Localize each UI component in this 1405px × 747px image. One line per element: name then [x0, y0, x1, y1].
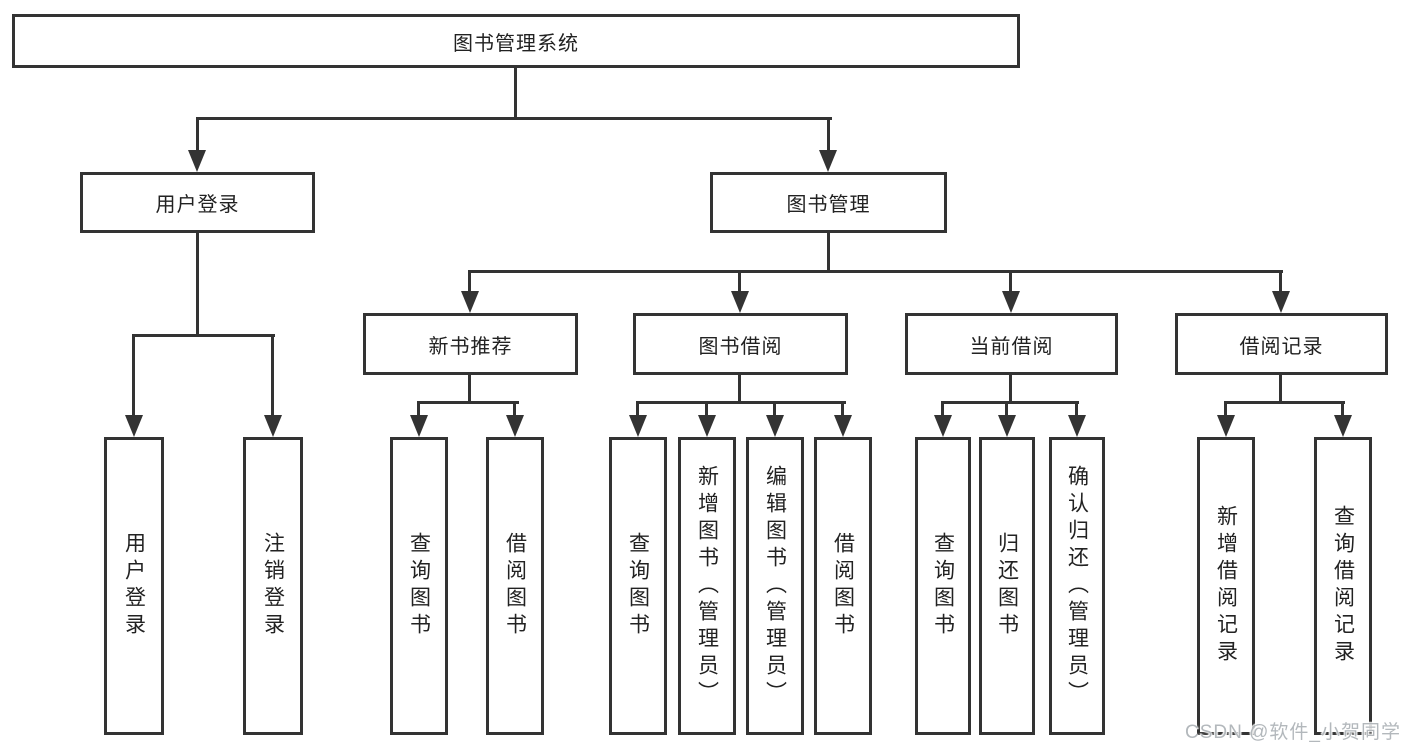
connector-line: [468, 270, 1283, 273]
connector-arrow-down: [934, 415, 952, 437]
node-label: 新书推荐: [428, 335, 513, 358]
connector-line: [1341, 403, 1344, 416]
connector-arrow-down: [819, 150, 837, 172]
leaf-label: 新增借阅记录: [1214, 505, 1238, 667]
connector-arrow-down: [731, 291, 749, 313]
leaf-label: 注销登录: [261, 532, 285, 640]
csdn-watermark: CSDN @软件_小贺同学: [1185, 722, 1401, 743]
connector-arrow-down: [698, 415, 716, 437]
leaf-label: 查询借阅记录: [1331, 505, 1355, 667]
node-label: 当前借阅: [969, 335, 1054, 358]
connector-arrow-down: [629, 415, 647, 437]
node-current-borrowing: 当前借阅: [905, 313, 1118, 375]
connector-line: [827, 119, 830, 152]
leaf-query-borrow-record: 查询借阅记录: [1314, 437, 1372, 735]
leaf-user-login: 用户登录: [104, 437, 164, 735]
leaf-logout: 注销登录: [243, 437, 303, 735]
node-label: 用户登录: [155, 194, 240, 216]
connector-line: [1009, 272, 1012, 292]
leaf-add-books-admin: 新增图书（管理员）: [678, 437, 736, 735]
connector-arrow-down: [998, 415, 1016, 437]
connector-arrow-down: [1334, 415, 1352, 437]
leaf-label: 归还图书: [995, 532, 1019, 640]
leaf-label: 查询图书: [931, 532, 955, 640]
leaf-add-borrow-record: 新增借阅记录: [1197, 437, 1255, 735]
connector-line: [417, 403, 420, 416]
connector-line: [468, 375, 471, 403]
connector-arrow-down: [506, 415, 524, 437]
connector-arrow-down: [461, 291, 479, 313]
connector-arrow-down: [1002, 291, 1020, 313]
node-user-login: 用户登录: [80, 172, 315, 233]
leaf-label: 借阅图书: [503, 532, 527, 640]
connector-line: [738, 375, 741, 403]
connector-line: [417, 401, 519, 404]
connector-line: [132, 336, 135, 416]
node-label: 图书借阅: [698, 335, 783, 358]
connector-line: [1009, 375, 1012, 403]
connector-line: [468, 272, 471, 292]
connector-line: [196, 119, 199, 152]
connector-arrow-down: [410, 415, 428, 437]
node-label: 图书管理系统: [453, 32, 579, 55]
leaf-label: 新增图书（管理员）: [695, 464, 719, 708]
connector-line: [941, 403, 944, 416]
connector-line: [196, 117, 832, 120]
connector-line: [513, 403, 516, 416]
connector-line: [196, 233, 199, 336]
leaf-label: 借阅图书: [831, 532, 855, 640]
node-new-book-recommend: 新书推荐: [363, 313, 578, 375]
connector-line: [1279, 375, 1282, 403]
leaf-query-books-current: 查询图书: [915, 437, 971, 735]
connector-arrow-down: [766, 415, 784, 437]
node-book-borrowing: 图书借阅: [633, 313, 848, 375]
connector-arrow-down: [188, 150, 206, 172]
connector-line: [827, 233, 830, 272]
connector-line: [841, 403, 844, 416]
connector-arrow-down: [1217, 415, 1235, 437]
connector-line: [132, 334, 275, 337]
node-library-management-system: 图书管理系统: [12, 14, 1020, 68]
node-book-management: 图书管理: [710, 172, 947, 233]
connector-line: [1224, 401, 1345, 404]
leaf-label: 确认归还（管理员）: [1065, 464, 1089, 708]
node-label: 借阅记录: [1239, 335, 1324, 358]
connector-line: [1279, 272, 1282, 292]
connector-line: [271, 336, 274, 416]
connector-line: [773, 403, 776, 416]
connector-line: [636, 401, 846, 404]
leaf-borrow-books-recommend: 借阅图书: [486, 437, 544, 735]
connector-line: [514, 68, 517, 119]
node-label: 图书管理: [786, 194, 871, 216]
connector-line: [1005, 403, 1008, 416]
leaf-confirm-return-admin: 确认归还（管理员）: [1049, 437, 1105, 735]
connector-line: [636, 403, 639, 416]
connector-arrow-down: [125, 415, 143, 437]
connector-line: [705, 403, 708, 416]
connector-arrow-down: [834, 415, 852, 437]
leaf-edit-books-admin: 编辑图书（管理员）: [746, 437, 804, 735]
connector-line: [941, 401, 1079, 404]
leaf-query-books-recommend: 查询图书: [390, 437, 448, 735]
connector-line: [1224, 403, 1227, 416]
leaf-label: 用户登录: [122, 532, 146, 640]
connector-arrow-down: [264, 415, 282, 437]
connector-line: [738, 272, 741, 292]
connector-arrow-down: [1068, 415, 1086, 437]
node-borrowing-records: 借阅记录: [1175, 313, 1388, 375]
leaf-query-books-borrowing: 查询图书: [609, 437, 667, 735]
connector-arrow-down: [1272, 291, 1290, 313]
leaf-label: 编辑图书（管理员）: [763, 464, 787, 708]
leaf-label: 查询图书: [407, 532, 431, 640]
leaf-return-books: 归还图书: [979, 437, 1035, 735]
connector-line: [1075, 403, 1078, 416]
leaf-borrow-books-borrowing: 借阅图书: [814, 437, 872, 735]
leaf-label: 查询图书: [626, 532, 650, 640]
